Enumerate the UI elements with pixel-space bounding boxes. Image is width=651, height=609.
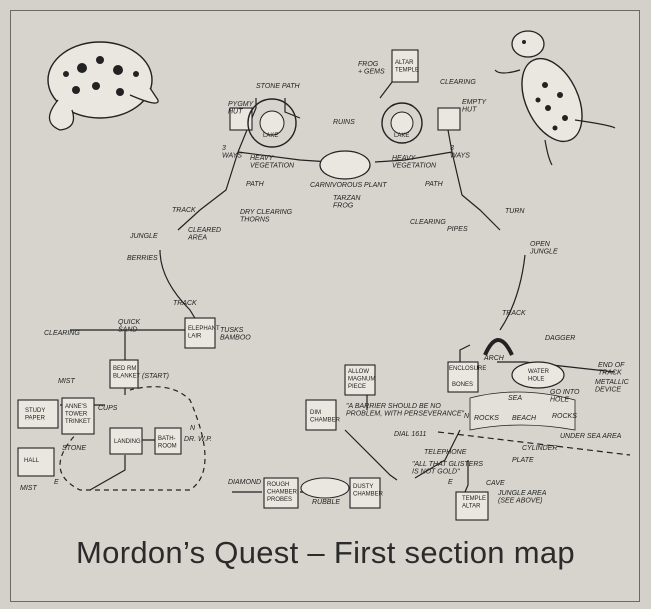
label-cups: CUPS xyxy=(98,405,118,412)
label-clearing-top: CLEARING xyxy=(440,79,476,86)
label-plate: PLATE xyxy=(512,457,534,464)
label-start: (START) xyxy=(142,373,169,380)
label-hall: HALL xyxy=(24,458,40,464)
label-stone: STONE xyxy=(62,445,86,452)
label-dr-wp: DR. W.P. xyxy=(184,436,212,443)
label-bathroom: BATH-ROOM xyxy=(158,436,177,450)
label-turn: TURN xyxy=(505,208,525,215)
label-e-right: E xyxy=(448,479,453,486)
label-lake-left: LAKE xyxy=(263,133,278,139)
label-lake-right: LAKE xyxy=(394,133,409,139)
label-carnivorous-plant: CARNIVOROUS PLANT xyxy=(310,182,387,189)
label-jungle-area: JUNGLE AREA(SEE ABOVE) xyxy=(497,490,547,505)
label-cave: CAVE xyxy=(486,480,505,487)
label-landing: LANDING xyxy=(114,439,141,445)
label-mist-bottom: MIST xyxy=(20,485,37,492)
label-frog-gems: FROG+ GEMS xyxy=(358,61,385,76)
frog-illustration-right xyxy=(494,30,616,166)
label-path-left: PATH xyxy=(246,181,265,188)
label-rocks-right: ROCKS xyxy=(552,413,577,420)
label-ruins: RUINS xyxy=(333,119,355,126)
label-mist-top: MIST xyxy=(58,378,75,385)
label-enclosure: ENCLOSURE xyxy=(449,366,486,372)
label-telephone: TELEPHONE xyxy=(424,449,467,456)
label-bones: BONES xyxy=(452,382,473,388)
label-track-left: TRACK xyxy=(173,300,197,307)
label-dagger: DAGGER xyxy=(545,335,575,342)
label-rocks-left: ROCKS xyxy=(474,415,499,422)
label-dial: DIAL 1611 xyxy=(394,431,427,438)
label-n-left: N xyxy=(190,425,196,432)
label-stone-path: STONE PATH xyxy=(256,83,301,90)
label-path-right: PATH xyxy=(425,181,444,188)
label-track-right: TRACK xyxy=(502,310,526,317)
label-rubble: RUBBLE xyxy=(312,499,340,506)
label-track-top-left: TRACK xyxy=(172,207,196,214)
label-clearing-left: CLEARING xyxy=(44,330,80,337)
label-cylinder: CYLINDER xyxy=(522,445,557,452)
label-pipes: PIPES xyxy=(447,226,468,233)
label-n-right: N xyxy=(464,413,470,420)
rooms xyxy=(17,49,576,521)
label-diamond: DIAMOND xyxy=(228,479,261,486)
caption-title: Mordon’s Quest – First section map xyxy=(76,535,575,570)
label-arch: ARCH xyxy=(483,355,505,362)
paths xyxy=(59,64,631,493)
label-jungle: JUNGLE xyxy=(129,233,158,240)
label-clearing-right: CLEARING xyxy=(410,219,446,226)
label-e-left: E xyxy=(54,479,59,486)
label-sea: SEA xyxy=(508,395,522,402)
label-beach: BEACH xyxy=(512,415,537,422)
label-berries: BERRIES xyxy=(127,255,158,262)
frog-illustration-left xyxy=(47,41,159,131)
label-under-sea: UNDER SEA AREA xyxy=(560,433,622,440)
